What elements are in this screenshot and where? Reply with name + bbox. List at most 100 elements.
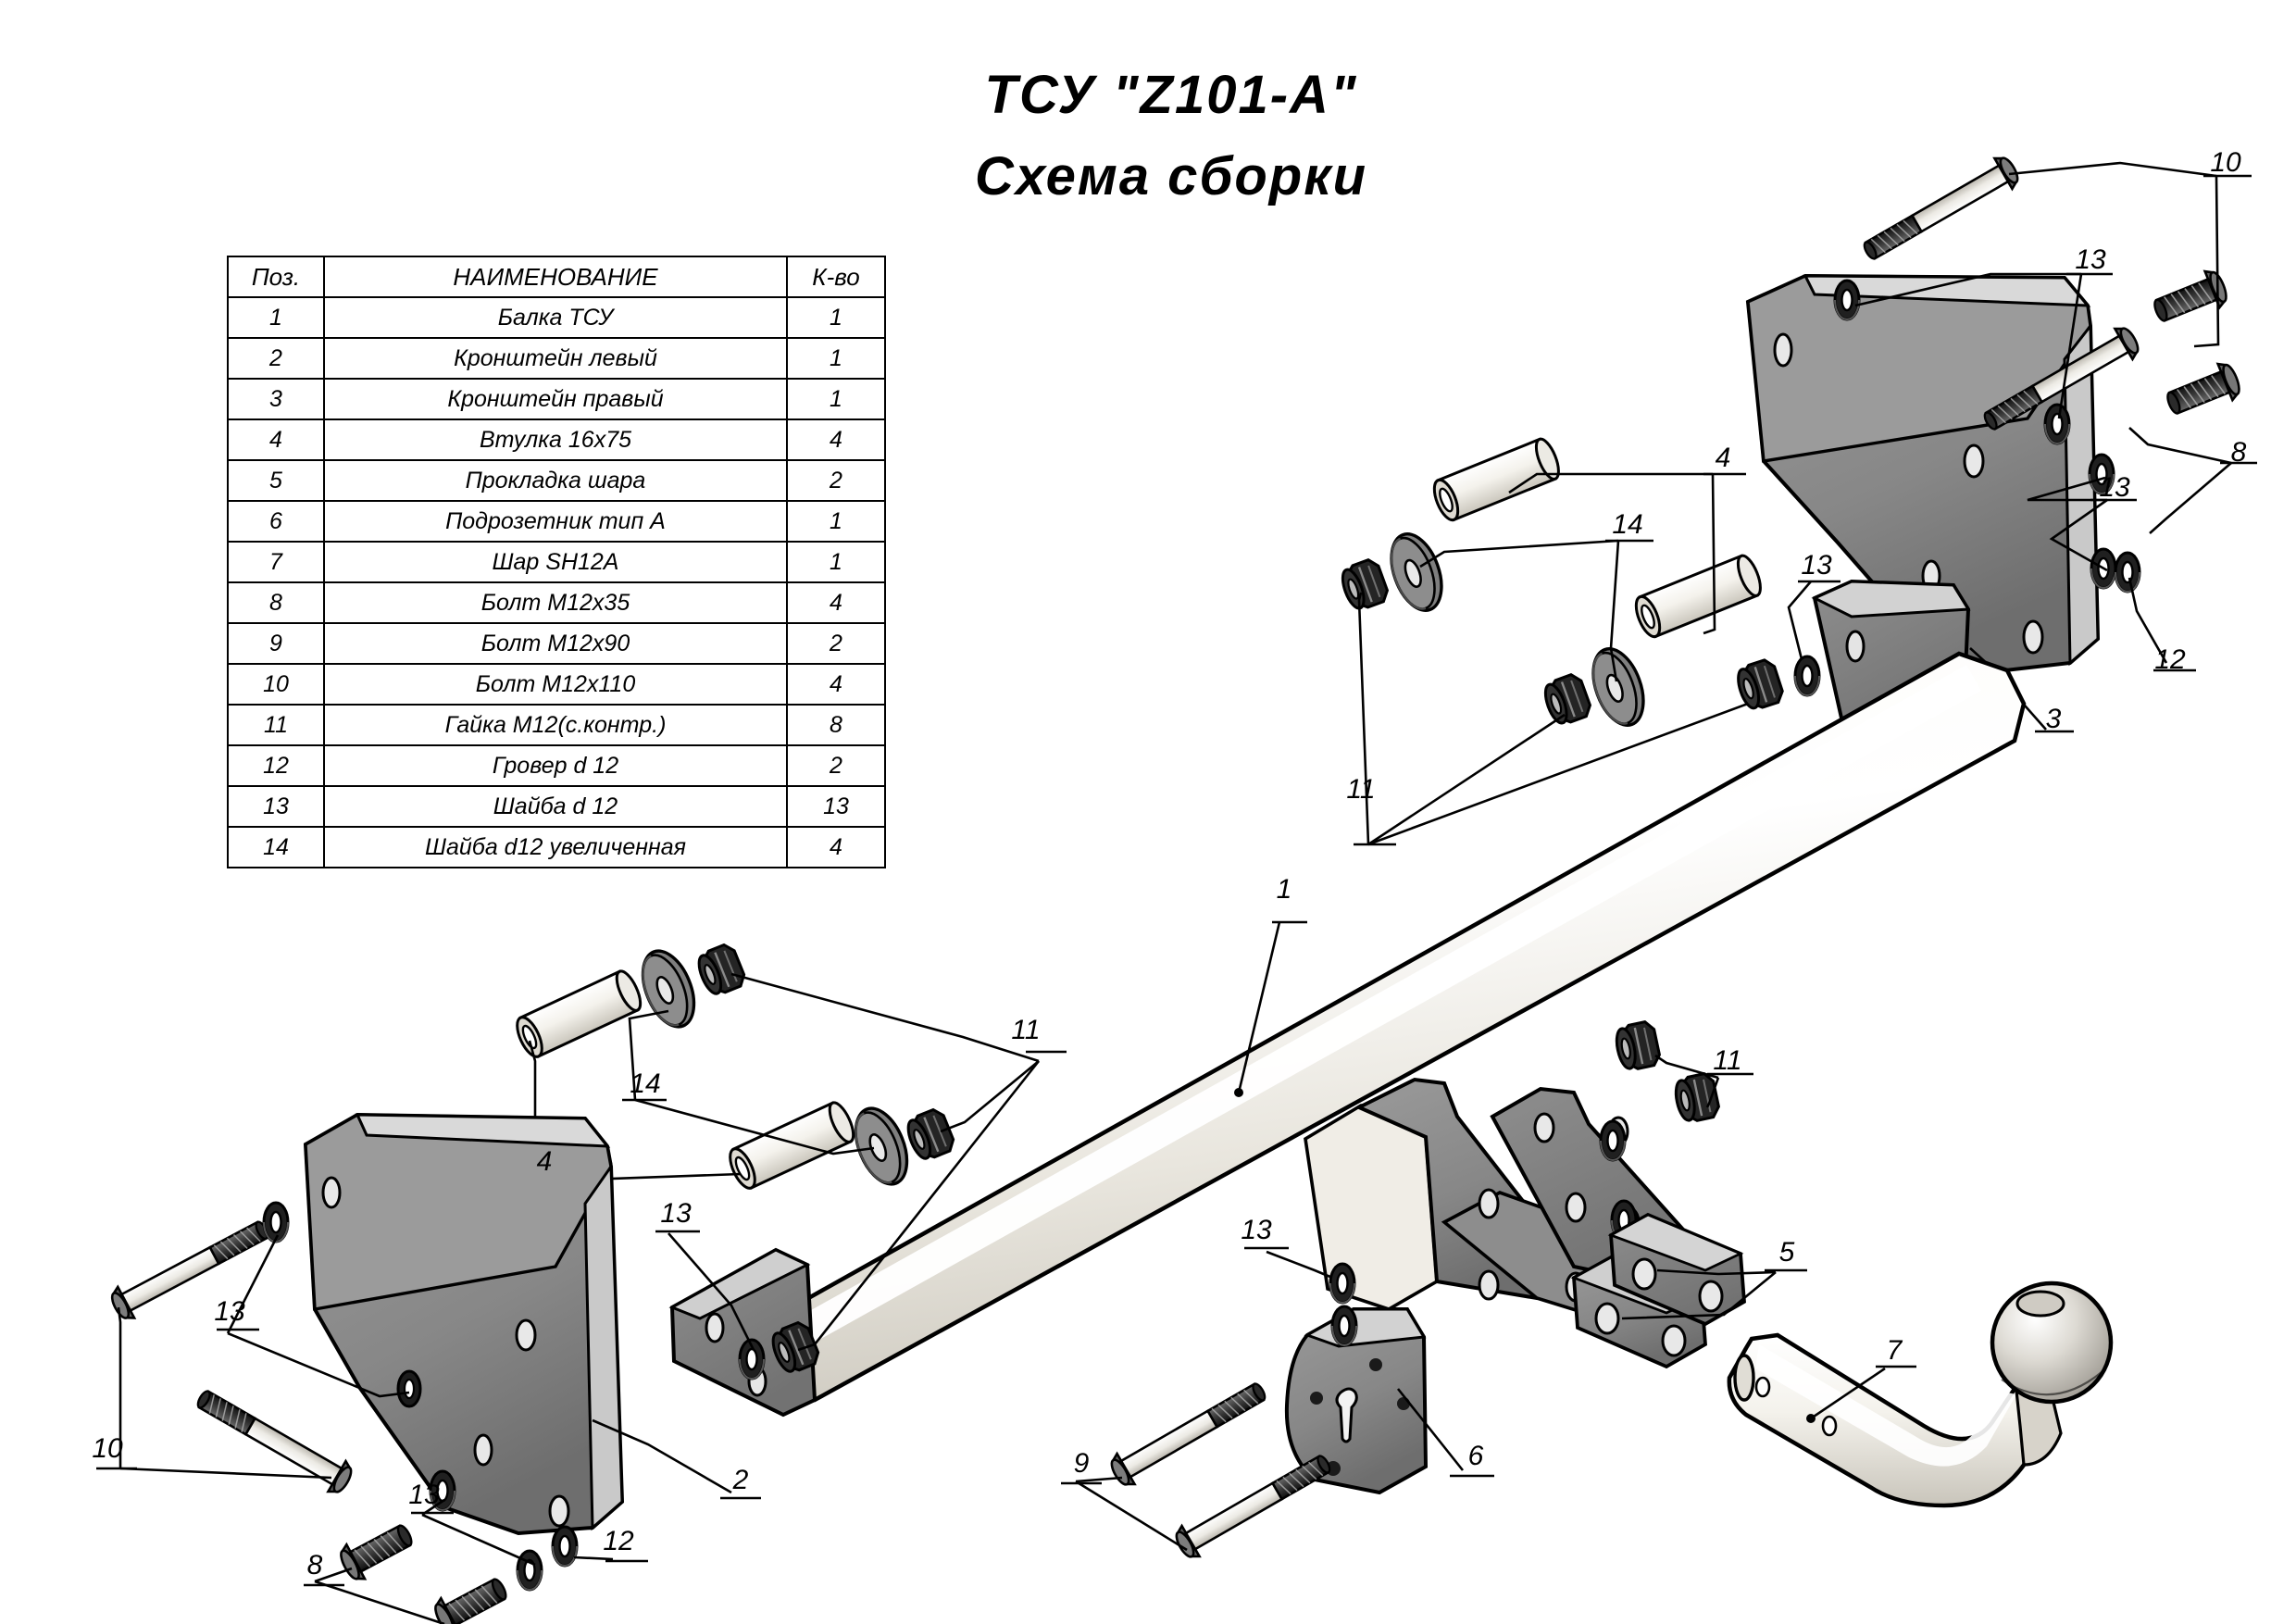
- cell-pos: 2: [227, 337, 325, 380]
- large-washer-d12: [1582, 640, 1654, 734]
- callout-8: 8: [2231, 437, 2247, 468]
- tow-ball-sphere: [1990, 1280, 2114, 1405]
- callout-number-layer: 1013813123414131111157136911144131013281…: [92, 147, 2246, 1580]
- cell-qty: 2: [786, 744, 886, 787]
- callout-13: 13: [2099, 472, 2130, 503]
- callout-4: 4: [537, 1146, 553, 1177]
- cell-pos: 7: [227, 541, 325, 583]
- callout-12: 12: [2154, 644, 2186, 675]
- ball-spacer: [1607, 1212, 1746, 1327]
- cell-qty: 2: [786, 622, 886, 665]
- cell-pos: 1: [227, 296, 325, 339]
- cell-pos: 12: [227, 744, 325, 787]
- cell-qty: 4: [786, 826, 886, 868]
- lock-nut-m12: [1336, 556, 1392, 615]
- cell-name: Шайба d12 увеличенная: [323, 826, 788, 868]
- lock-nut-m12: [1539, 670, 1595, 730]
- callout-3: 3: [2046, 704, 2062, 734]
- bolt-m12x110: [190, 1380, 357, 1499]
- cell-qty: 2: [786, 459, 886, 502]
- cell-pos: 13: [227, 785, 325, 828]
- callout-4: 4: [1716, 443, 1731, 473]
- washer-d12: [2043, 403, 2071, 445]
- washer-d12: [1330, 1305, 1358, 1347]
- grover-d12: [551, 1525, 579, 1568]
- callout-12: 12: [603, 1526, 634, 1556]
- cell-name: Балка ТСУ: [323, 296, 788, 339]
- callout-13: 13: [408, 1480, 440, 1510]
- cell-qty: 4: [786, 663, 886, 706]
- bolt-m12x35: [429, 1568, 514, 1624]
- cell-name: Кронштейн правый: [323, 378, 788, 420]
- cell-pos: 4: [227, 418, 325, 461]
- cell-name: Шар SH12A: [323, 541, 788, 583]
- lock-nut-m12: [1732, 656, 1787, 714]
- socket-plate-assembly: [1061, 1305, 1494, 1564]
- cell-pos: 6: [227, 500, 325, 543]
- callout-2: 2: [732, 1465, 749, 1495]
- cell-qty: 13: [786, 785, 886, 828]
- drawing-title-line2: Схема сборки: [975, 146, 1367, 206]
- cell-qty: 1: [786, 500, 886, 543]
- sleeve-16x75: [1428, 434, 1565, 525]
- callout-14: 14: [630, 1068, 660, 1099]
- washer-d12: [1329, 1262, 1356, 1305]
- callout-13: 13: [1241, 1215, 1272, 1245]
- callout-13: 13: [1801, 550, 1832, 581]
- washer-d12: [1833, 279, 1861, 321]
- lock-nut-m12: [1611, 1018, 1664, 1074]
- cell-qty: 8: [786, 704, 886, 746]
- callout-7: 7: [1887, 1335, 1903, 1366]
- cell-pos: 11: [227, 704, 325, 746]
- bolt-m12x35: [2161, 357, 2245, 424]
- cell-pos: 14: [227, 826, 325, 868]
- bolt-m12x90: [1170, 1445, 1338, 1564]
- callout-11: 11: [1713, 1045, 1741, 1076]
- callout-11: 11: [1346, 774, 1375, 805]
- cell-qty: 1: [786, 541, 886, 583]
- header-qty: К-во: [786, 256, 886, 298]
- cell-name: Подрозетник тип А: [323, 500, 788, 543]
- large-washer-d12: [630, 942, 706, 1036]
- washer-d12: [1599, 1119, 1627, 1162]
- grover-d12: [2114, 551, 2141, 593]
- drawing-title-line1: ТСУ "Z101-A": [985, 65, 1358, 125]
- cell-qty: 1: [786, 337, 886, 380]
- cell-qty: 4: [786, 581, 886, 624]
- cell-pos: 9: [227, 622, 325, 665]
- callout-13: 13: [214, 1296, 245, 1327]
- cell-name: Втулка 16х75: [323, 418, 788, 461]
- washer-d12: [262, 1201, 290, 1243]
- cell-name: Шайба d 12: [323, 785, 788, 828]
- washer-d12: [1793, 655, 1821, 697]
- cell-qty: 1: [786, 378, 886, 420]
- callout-13: 13: [2075, 244, 2106, 275]
- callout-8: 8: [307, 1550, 323, 1580]
- callout-13: 13: [660, 1198, 692, 1229]
- cell-name: Болт М12х35: [323, 581, 788, 624]
- header-name: НАИМЕНОВАНИЕ: [323, 256, 788, 298]
- cell-pos: 5: [227, 459, 325, 502]
- cell-qty: 4: [786, 418, 886, 461]
- callout-6: 6: [1468, 1441, 1484, 1471]
- washer-d12: [516, 1549, 543, 1592]
- lock-nut-m12: [1670, 1070, 1723, 1126]
- callout-9: 9: [1074, 1448, 1090, 1479]
- cell-pos: 10: [227, 663, 325, 706]
- parts-table-header-row: Поз. НАИМЕНОВАНИЕ К-во: [227, 256, 886, 298]
- cell-pos: 3: [227, 378, 325, 420]
- sleeve-16x75: [1629, 551, 1766, 642]
- cell-name: Прокладка шара: [323, 459, 788, 502]
- centre-hardware-group: [1244, 1018, 1807, 1369]
- callout-11: 11: [1011, 1015, 1040, 1045]
